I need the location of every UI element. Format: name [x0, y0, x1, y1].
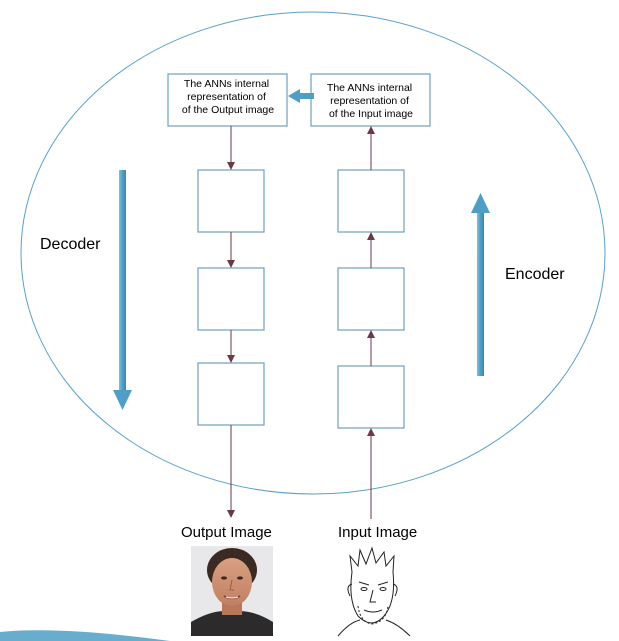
input-repr-line-2: representation of — [330, 95, 409, 107]
decoder-layer-1 — [197, 169, 265, 233]
input-repr-line-3: of the Input image — [329, 108, 413, 120]
output-face-photo — [191, 546, 273, 636]
input-face-sketch — [333, 546, 421, 637]
encoder-layer-3 — [337, 169, 405, 233]
output-repr-line-1: The ANNs internal — [184, 78, 269, 90]
input-repr-line-1: The ANNs internal — [327, 82, 412, 94]
encoder-layer-2 — [337, 267, 405, 331]
bottom-decorative-sweep — [0, 630, 170, 641]
svg-text:The ANNs internal repres: The ANNs internal representation of of t… — [182, 78, 274, 116]
output-repr-line-2: representation of — [187, 91, 266, 103]
latent-transfer-arrow — [288, 89, 314, 103]
output-image-label: Output Image — [181, 524, 272, 541]
input-representation-box: The ANNs internal representation of of t… — [310, 73, 431, 127]
encoder-layer-1 — [337, 365, 405, 429]
decoder-direction-arrow — [113, 170, 132, 410]
input-image-label: Input Image — [338, 524, 417, 541]
output-repr-line-3: of the Output image — [182, 104, 274, 116]
decoder-layer-2 — [197, 267, 265, 331]
output-representation-box: The ANNs internal representation of of t… — [167, 73, 288, 127]
network-boundary-ellipse — [20, 11, 606, 495]
svg-text:The ANNs internal repres: The ANNs internal representation of of t… — [327, 82, 415, 120]
decoder-label: Decoder — [40, 236, 101, 253]
encoder-direction-arrow — [471, 193, 490, 376]
encoder-label: Encoder — [505, 266, 565, 283]
decoder-layer-3 — [197, 362, 265, 426]
